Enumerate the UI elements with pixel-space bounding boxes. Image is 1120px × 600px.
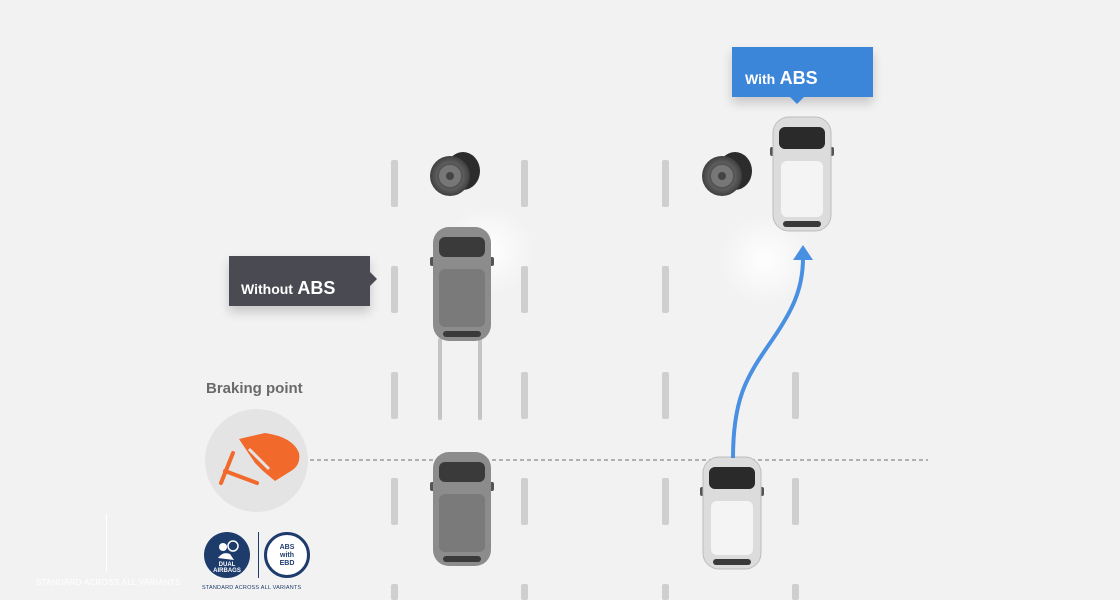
without-abs-tag: Without ABS — [229, 256, 370, 306]
steering-path — [733, 258, 803, 458]
without-abs-prefix: Without — [241, 281, 293, 297]
with-abs-prefix: With — [745, 71, 775, 87]
brake-pedal-icon — [205, 409, 308, 512]
ghost-divider — [106, 514, 107, 572]
obstacle-icon — [430, 152, 480, 196]
with-abs-tag: With ABS — [732, 47, 873, 97]
badge-caption: STANDARD ACROSS ALL VARIANTS — [202, 585, 314, 591]
without-abs-suffix: ABS — [297, 278, 335, 298]
skid-marks — [440, 340, 480, 418]
braking-point-label: Braking point — [206, 380, 303, 397]
abs-line-3: EBD — [267, 560, 307, 567]
with-abs-suffix: ABS — [780, 68, 818, 88]
abs-line-2: with — [267, 552, 307, 559]
abs-badge: ABS with EBD — [264, 532, 310, 578]
ghost-caption: STANDARD ACROSS ALL VARIANTS — [36, 578, 181, 587]
car-icon — [770, 117, 834, 231]
car-icon — [700, 457, 764, 569]
airbag-line-2: AIRBAGS — [204, 568, 250, 574]
arrow-icon — [793, 245, 813, 260]
airbag-badge: DUAL AIRBAGS — [204, 532, 250, 578]
car-icon — [430, 452, 494, 566]
car-icon — [430, 227, 494, 341]
badge-divider — [258, 532, 259, 578]
obstacle-icon — [702, 152, 752, 196]
abs-line-1: ABS — [267, 544, 307, 551]
safety-badges: DUAL AIRBAGS ABS with EBD STANDARD ACROS… — [202, 530, 314, 592]
airbag-icon — [204, 538, 250, 562]
brake-pedal-button — [205, 409, 308, 512]
